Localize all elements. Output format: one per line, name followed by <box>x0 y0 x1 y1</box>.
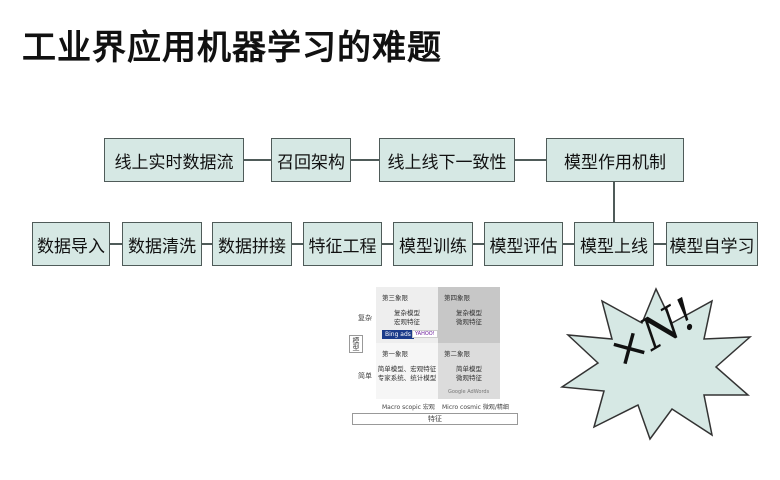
x-right-label: Micro cosmic 微观/精细 <box>442 404 509 411</box>
quadrant-4: 第四象限 复杂模型微观特征 <box>438 287 500 343</box>
top-box-recall-architecture: 召回架构 <box>271 138 351 182</box>
yahoo-logo: YAHOO! <box>412 330 438 338</box>
connector <box>473 243 484 245</box>
y-high-label: 复杂 <box>358 314 372 322</box>
connector <box>563 243 574 245</box>
google-adwords-logo: Google AdWords <box>448 389 490 395</box>
x-left-label: Macro scopic 宏观 <box>382 404 435 411</box>
step-model-evaluation: 模型评估 <box>484 222 563 266</box>
starburst-callout <box>559 287 753 441</box>
y-low-label: 简单 <box>358 372 372 380</box>
top-box-online-offline-consistency: 线上线下一致性 <box>379 138 515 182</box>
connector <box>351 159 379 161</box>
quadrant-2: 第二象限 简单模型微观特征 Google AdWords <box>438 343 500 399</box>
quadrant-3: 第三象限 复杂模型宏观特征 Bing ads YAHOO! <box>376 287 438 343</box>
y-axis-label: 模型 <box>349 335 363 353</box>
connector <box>515 159 546 161</box>
connector <box>654 243 666 245</box>
top-box-realtime-stream: 线上实时数据流 <box>104 138 244 182</box>
connector <box>613 182 615 222</box>
connector <box>244 159 271 161</box>
step-model-self-learning: 模型自学习 <box>666 222 758 266</box>
connector <box>202 243 212 245</box>
quadrant-1: 第一象限 简单模型、宏观特征专家系统、统计模型 <box>376 343 438 399</box>
step-model-deployment: 模型上线 <box>574 222 654 266</box>
slide-title: 工业界应用机器学习的难题 <box>22 28 442 68</box>
x-axis-label: 特征 <box>352 413 518 425</box>
step-data-import: 数据导入 <box>32 222 110 266</box>
top-box-model-mechanism: 模型作用机制 <box>546 138 684 182</box>
step-model-training: 模型训练 <box>393 222 473 266</box>
connector <box>110 243 122 245</box>
connector <box>382 243 393 245</box>
connector <box>292 243 303 245</box>
step-data-joining: 数据拼接 <box>212 222 292 266</box>
bing-ads-logo: Bing ads <box>382 330 414 339</box>
step-feature-engineering: 特征工程 <box>303 222 382 266</box>
step-data-cleaning: 数据清洗 <box>122 222 202 266</box>
quadrant-chart: 复杂 简单 模型 第三象限 复杂模型宏观特征 Bing ads YAHOO! 第… <box>348 283 520 425</box>
